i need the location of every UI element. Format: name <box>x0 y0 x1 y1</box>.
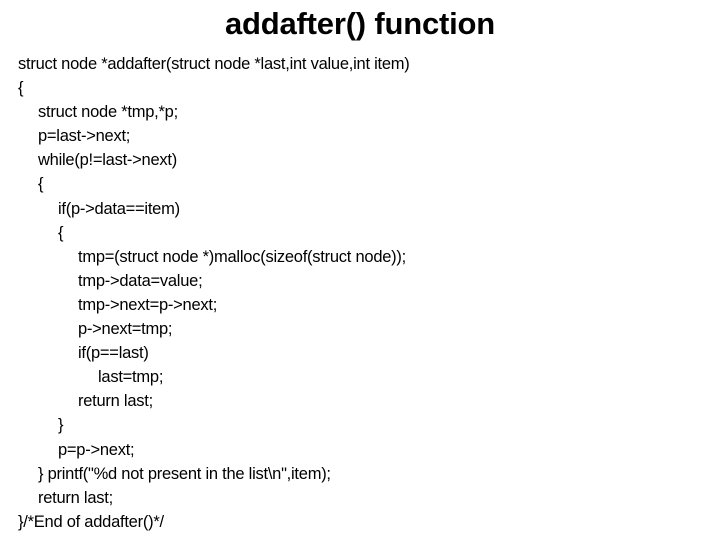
code-line: last=tmp; <box>98 368 164 387</box>
code-line: struct node *addafter(struct node *last,… <box>18 55 410 73</box>
code-line: p->next=tmp; <box>78 320 173 339</box>
code-block: struct node *addafter(struct node *last,… <box>18 52 708 534</box>
code-line: if(p->data==item) <box>58 199 180 218</box>
code-line: while(p!=last->next) <box>38 151 177 170</box>
page-title: addafter() function <box>224 6 495 41</box>
code-line: tmp=(struct node *)malloc(sizeof(struct … <box>78 247 406 266</box>
code-line: p=last->next; <box>38 127 131 146</box>
code-line: { <box>18 79 24 98</box>
code-line: tmp->data=value; <box>78 271 203 290</box>
code-line: { <box>38 175 44 194</box>
code-line: p=p->next; <box>58 440 135 459</box>
code-line: { <box>58 223 64 242</box>
code-line: return last; <box>38 488 113 507</box>
code-line: if(p==last) <box>78 344 149 363</box>
code-line: return last; <box>78 392 153 411</box>
code-line: tmp->next=p->next; <box>78 295 218 314</box>
code-line: } printf("%d not present in the list\n",… <box>38 464 331 483</box>
code-line: } <box>58 416 64 435</box>
code-line: }/*End of addafter()*/ <box>18 512 164 531</box>
code-line: struct node *tmp,*p; <box>38 103 178 122</box>
